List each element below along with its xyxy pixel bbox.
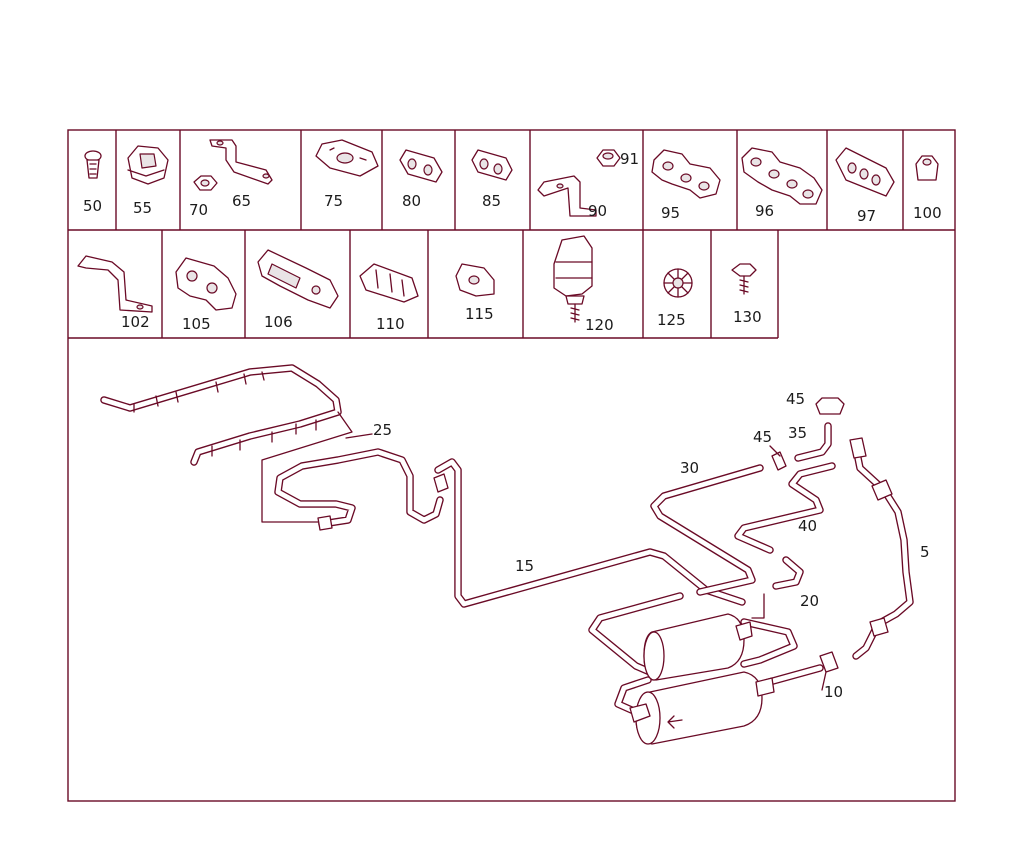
catalog-label-100: 100 [913, 204, 942, 222]
catalog-label-96: 96 [755, 202, 774, 220]
part-50-icon [84, 150, 102, 179]
pipe-30 [650, 464, 764, 596]
callout-10: 10 [824, 683, 843, 701]
diagram-frame [67, 129, 956, 802]
callout-labels: 25 15 30 45 45 35 40 20 5 10 [373, 390, 930, 701]
catalog-label-50: 50 [83, 197, 102, 215]
part-102-icon [77, 255, 153, 313]
catalog-label-130: 130 [733, 308, 762, 326]
callout-45-lower: 45 [753, 428, 772, 446]
pipe-15 [434, 458, 746, 608]
part-90-icon [537, 175, 597, 217]
catalog-labels: 50 55 70 65 75 80 85 91 90 95 96 97 100 … [83, 150, 942, 334]
callout-40: 40 [798, 517, 817, 535]
catalog-label-65: 65 [232, 192, 251, 210]
hose-20 [751, 556, 804, 619]
fuel-pump-upper [643, 613, 753, 681]
part-105-icon [175, 257, 237, 311]
part-120-icon [553, 235, 593, 323]
part-130-icon [731, 263, 757, 295]
callout-25: 25 [373, 421, 392, 439]
callout-35: 35 [788, 424, 807, 442]
catalog-label-102: 102 [121, 313, 150, 331]
callout-30: 30 [680, 459, 699, 477]
rail-assembly [100, 364, 353, 523]
catalog-label-85: 85 [482, 192, 501, 210]
hose-25 [274, 448, 449, 531]
catalog-label-91: 91 [620, 150, 639, 168]
callout-20: 20 [800, 592, 819, 610]
catalog-label-110: 110 [376, 315, 405, 333]
part-75-icon [315, 139, 379, 177]
part-95-icon [651, 149, 721, 199]
catalog-label-95: 95 [661, 204, 680, 222]
part-70-icon [193, 175, 218, 191]
part-125-icon [663, 268, 693, 298]
catalog-label-106: 106 [264, 313, 293, 331]
part-106-icon [257, 249, 339, 309]
part-110-icon [359, 263, 419, 303]
callout-5: 5 [920, 543, 930, 561]
catalog-label-90: 90 [588, 202, 607, 220]
catalog-label-115: 115 [465, 305, 494, 323]
pipe-40 [734, 462, 836, 554]
catalog-label-105: 105 [182, 315, 211, 333]
part-115-icon [455, 263, 495, 297]
leader-lines [345, 433, 827, 691]
catalog-label-70: 70 [189, 201, 208, 219]
part-96-icon [741, 147, 823, 205]
hose-5 [849, 437, 914, 660]
callout-45-upper: 45 [786, 390, 805, 408]
part-55-icon [127, 145, 169, 185]
catalog-label-75: 75 [324, 192, 343, 210]
part-85-icon [471, 149, 513, 181]
catalog-label-97: 97 [857, 207, 876, 225]
part-65-icon [209, 139, 273, 185]
part-80-icon [399, 149, 443, 183]
catalog-label-120: 120 [585, 316, 614, 334]
catalog-label-55: 55 [133, 199, 152, 217]
callout-15: 15 [515, 557, 534, 575]
hose-35 [771, 397, 845, 471]
fuel-pump-lower [629, 671, 775, 745]
pump-piping [588, 592, 839, 716]
part-100-icon [915, 155, 939, 181]
part-97-icon [835, 147, 895, 197]
catalog-label-125: 125 [657, 311, 686, 329]
catalog-label-80: 80 [402, 192, 421, 210]
part-91-icon [596, 149, 621, 167]
